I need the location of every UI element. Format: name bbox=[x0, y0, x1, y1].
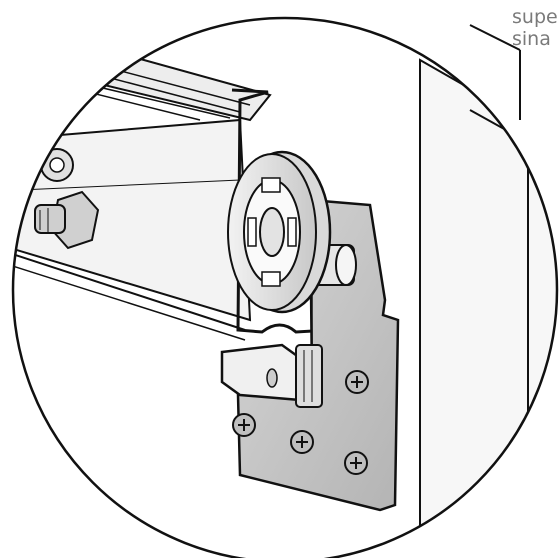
detail-content bbox=[13, 18, 557, 558]
latch-clip bbox=[220, 343, 323, 408]
magnified-detail-circle bbox=[11, 16, 559, 558]
caption-line-2: sina bbox=[512, 28, 551, 50]
roller-wheel-icon bbox=[227, 150, 332, 314]
phillips-screw-icon bbox=[232, 370, 369, 475]
hex-nut-icon bbox=[34, 148, 100, 250]
caption-text: supe sina bbox=[512, 6, 558, 50]
caption-line-1: supe bbox=[512, 6, 558, 28]
cabinet-outline bbox=[469, 24, 521, 120]
